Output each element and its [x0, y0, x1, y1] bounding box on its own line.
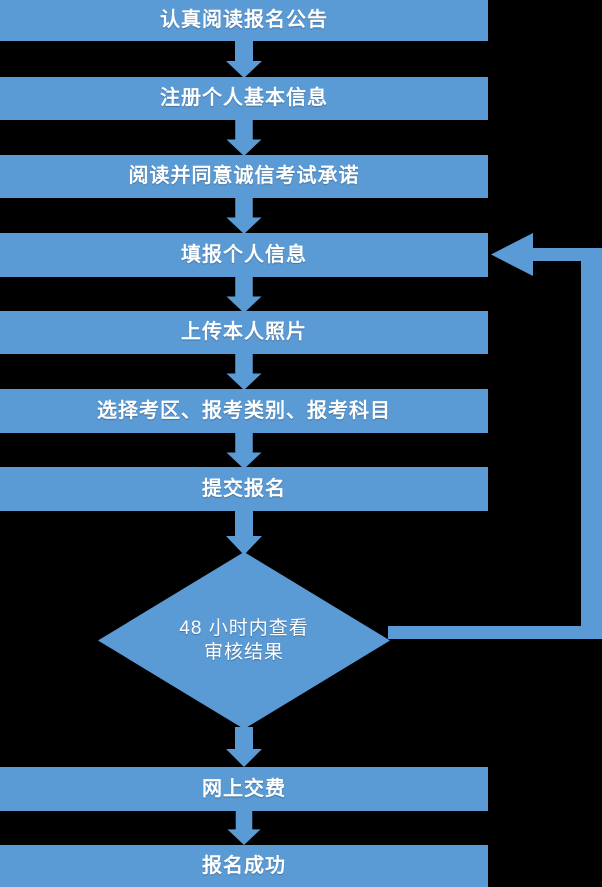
arrow-upload-photo-to-select-subject [226, 354, 262, 390]
arrow-select-subject-to-submit [226, 433, 262, 469]
node-label: 上传本人照片 [181, 321, 307, 343]
arrow-read-notice-to-register [226, 41, 262, 78]
node-submit-apply[interactable]: 提交报名 [0, 467, 488, 511]
decision-diamond-shape [98, 552, 390, 729]
arrow-promise-to-fill-info [226, 198, 262, 234]
node-online-payment[interactable]: 网上交费 [0, 767, 488, 811]
arrow-submit-to-check-result [226, 511, 262, 555]
node-apply-success[interactable]: 报名成功 [0, 845, 488, 887]
arrow-payment-to-success [227, 811, 261, 845]
node-read-notice[interactable]: 认真阅读报名公告 [0, 0, 488, 41]
node-upload-photo[interactable]: 上传本人照片 [0, 311, 488, 354]
node-label: 网上交费 [202, 777, 286, 800]
arrow-register-to-promise [226, 120, 262, 156]
node-agree-promise[interactable]: 阅读并同意诚信考试承诺 [0, 155, 488, 198]
arrow-fill-info-to-upload-photo [226, 277, 262, 313]
node-select-subject[interactable]: 选择考区、报考类别、报考科目 [0, 389, 488, 433]
node-label: 选择考区、报考类别、报考科目 [97, 399, 391, 422]
node-label: 认真阅读报名公告 [160, 9, 328, 31]
node-label: 提交报名 [202, 477, 286, 500]
arrow-check-result-to-payment [226, 727, 262, 767]
node-register-info[interactable]: 注册个人基本信息 [0, 77, 488, 120]
node-label: 注册个人基本信息 [160, 87, 328, 109]
node-check-result[interactable]: 48 小时内查看 审核结果 [98, 552, 390, 729]
node-label: 48 小时内查看 审核结果 [179, 617, 309, 663]
node-label: 报名成功 [202, 854, 286, 877]
node-label: 填报个人信息 [181, 243, 307, 266]
node-fill-info[interactable]: 填报个人信息 [0, 233, 488, 277]
node-label: 阅读并同意诚信考试承诺 [128, 165, 360, 187]
